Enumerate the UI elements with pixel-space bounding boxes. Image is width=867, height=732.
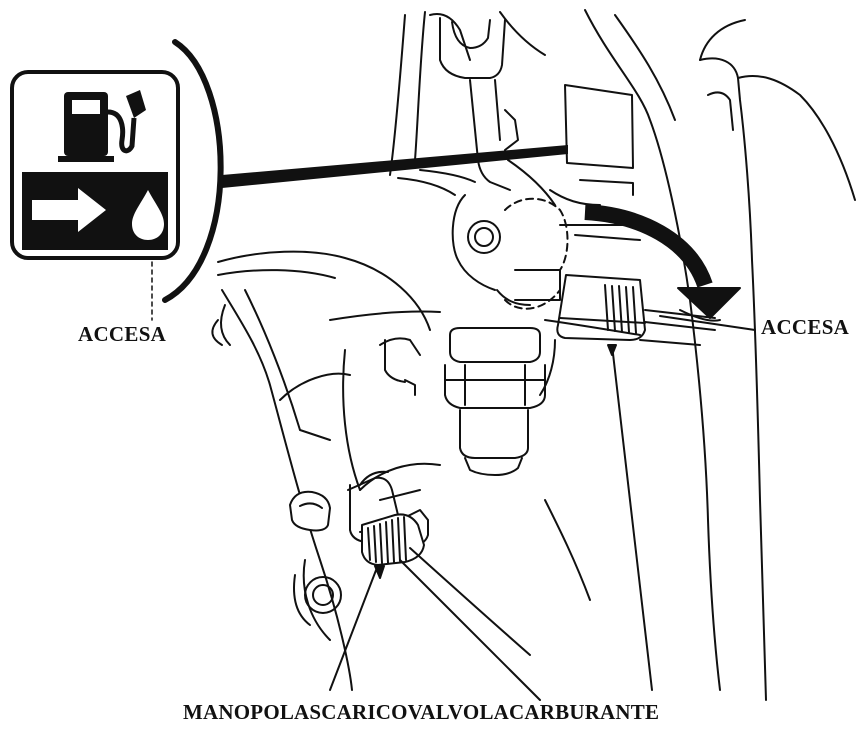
symbol-position-label: ACCESA [78,322,167,346]
fuel-valve-lever[interactable] [556,274,716,346]
knob-leaders [329,344,653,691]
curved-arrow-icon [584,204,741,319]
lever-position-label: ACCESA [761,315,850,339]
symbol-plate [564,84,634,196]
callout-bracket [162,39,224,303]
drain-knob-label: MANOPOLASCARICOVALVOLACARBURANTE [183,700,660,724]
drain-knob[interactable] [361,513,425,566]
engine-body-outline [389,9,856,701]
symbol-leader [222,145,568,188]
mid-frame [279,349,441,501]
lower-hoses [293,499,591,701]
fuel-pump-on-icon [10,70,180,260]
fuel-valve-body [451,159,641,310]
lever-leader [659,315,756,331]
drain-knob-assembly [289,470,429,551]
frame-tube [211,250,431,691]
lower-hex-fitting [329,310,641,476]
